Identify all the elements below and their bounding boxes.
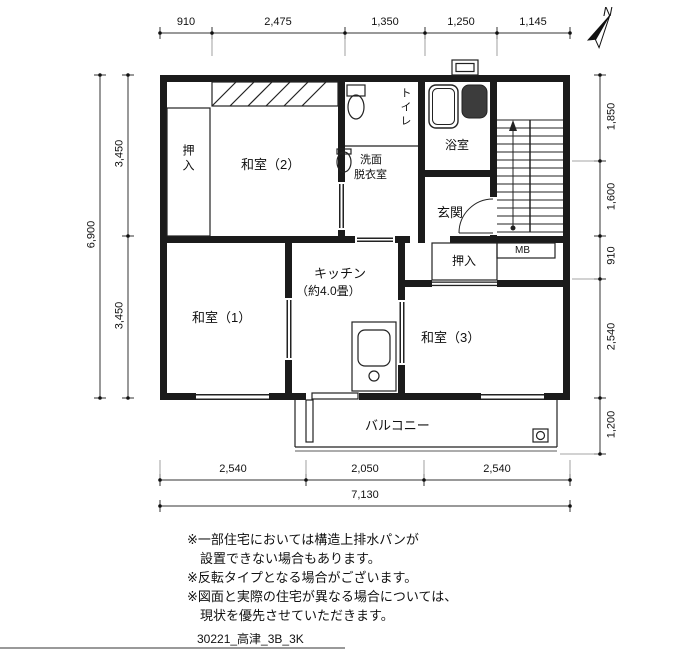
- note-line-3: ※反転タイプとなる場合がございます。: [187, 570, 418, 585]
- dim-top-1250: 1,250: [447, 16, 475, 28]
- windows-and-sliding-doors: [196, 184, 544, 400]
- room-label-washitsu3: 和室（3）: [421, 330, 481, 345]
- room-label-kitchen-1: キッチン: [314, 266, 367, 281]
- toilet-fixture: [345, 84, 418, 147]
- staircase: [497, 119, 563, 233]
- room-label-mb: MB: [515, 245, 530, 256]
- balcony-outline: [294, 392, 558, 452]
- bathtub-fixture: [428, 84, 488, 129]
- dim-left-total: 6,900: [85, 220, 98, 249]
- room-label-washitsu2: 和室（2）: [241, 157, 301, 172]
- dim-top-1350: 1,350: [371, 16, 399, 28]
- pipe-space: [451, 59, 479, 76]
- note-line-5: 現状を優先させていただきます。: [187, 608, 394, 623]
- dim-right-1850: 1,850: [605, 102, 618, 131]
- washbasin-fixture: [336, 148, 352, 173]
- dim-top-910: 910: [176, 16, 196, 28]
- dim-bottom-2540a: 2,540: [219, 463, 247, 475]
- dim-top-2475: 2,475: [264, 16, 292, 28]
- closet-outlines: [166, 81, 556, 281]
- room-label-kitchen-2: （約4.0畳）: [296, 284, 361, 298]
- dim-bottom-2050: 2,050: [351, 463, 379, 475]
- interior-walls: [160, 75, 570, 393]
- room-label-oshiire-upper: 押入: [181, 144, 195, 174]
- dimension-dots: [98, 31, 602, 508]
- dim-left-lower: 3,450: [113, 301, 126, 330]
- room-label-toilet: トイレ: [399, 87, 411, 129]
- extension-lines: [159, 35, 598, 478]
- dim-bottom-2540b: 2,540: [483, 463, 511, 475]
- room-label-bath: 浴室: [445, 138, 470, 152]
- room-label-senmen-1: 洗面: [360, 154, 382, 166]
- dim-right-2540: 2,540: [605, 322, 618, 351]
- dimension-lines: [94, 27, 606, 512]
- room-label-oshiire-lower: 押入: [452, 254, 477, 268]
- dim-right-1600: 1,600: [605, 182, 618, 211]
- drawing-number: 30221_高津_3B_3K: [197, 632, 304, 646]
- room-label-genkan: 玄関: [437, 205, 464, 220]
- dim-right-910: 910: [605, 246, 618, 265]
- kitchen-counter: [351, 321, 397, 392]
- note-line-1: ※一部住宅においては構造上排水パンが: [187, 532, 419, 547]
- dim-top-1145: 1,145: [519, 16, 547, 28]
- dim-bottom-total: 7,130: [351, 489, 379, 501]
- dim-right-1200: 1,200: [605, 410, 618, 439]
- note-line-4: ※図面と実際の住宅が異なる場合については、: [187, 589, 458, 604]
- note-line-2: 設置できない場合もあります。: [187, 551, 381, 566]
- room-label-balcony: バルコニー: [365, 418, 430, 433]
- north-label: N: [603, 4, 613, 19]
- room-label-senmen-2: 脱衣室: [354, 169, 387, 181]
- room-label-washitsu1: 和室（1）: [192, 310, 252, 325]
- notes-block: ※一部住宅においては構造上排水パンが 設置できない場合もあります。 ※反転タイプ…: [187, 530, 457, 625]
- dim-left-upper: 3,450: [113, 139, 126, 168]
- entry-door-arc: [458, 198, 494, 234]
